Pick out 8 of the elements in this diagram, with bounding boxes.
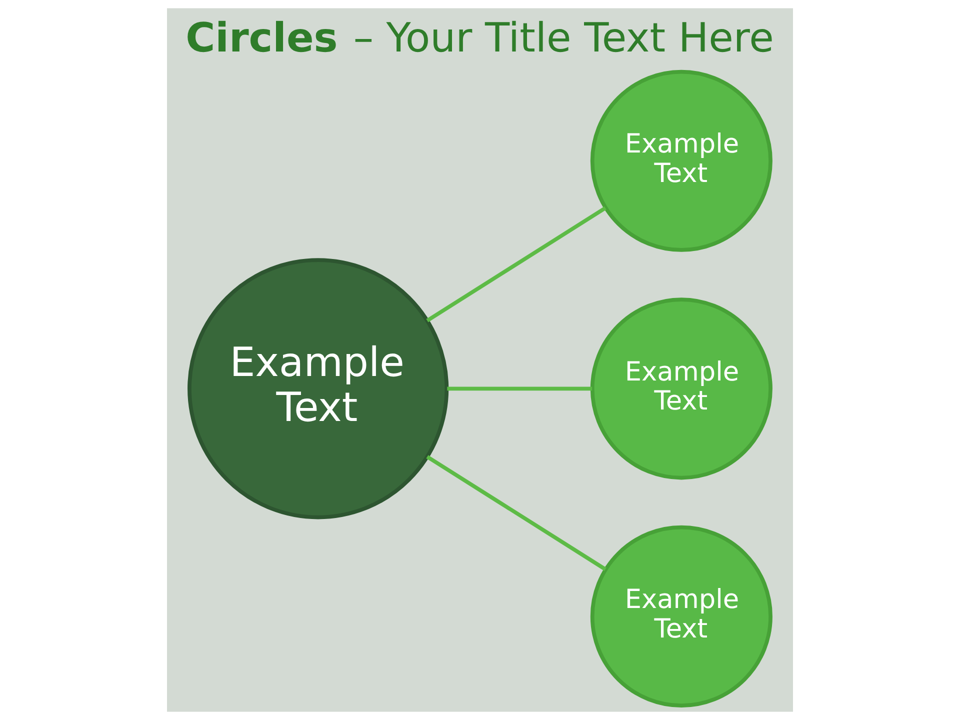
connector: [426, 206, 606, 322]
connector: [426, 455, 606, 571]
node-circle: Example Text: [188, 258, 449, 520]
node-circle: Example Text: [590, 525, 772, 708]
node-circle: Example Text: [590, 298, 772, 480]
node-circle: Example Text: [590, 70, 772, 252]
diagram-title: Circles – Your Title Text Here: [186, 15, 774, 62]
connector: [447, 386, 592, 391]
